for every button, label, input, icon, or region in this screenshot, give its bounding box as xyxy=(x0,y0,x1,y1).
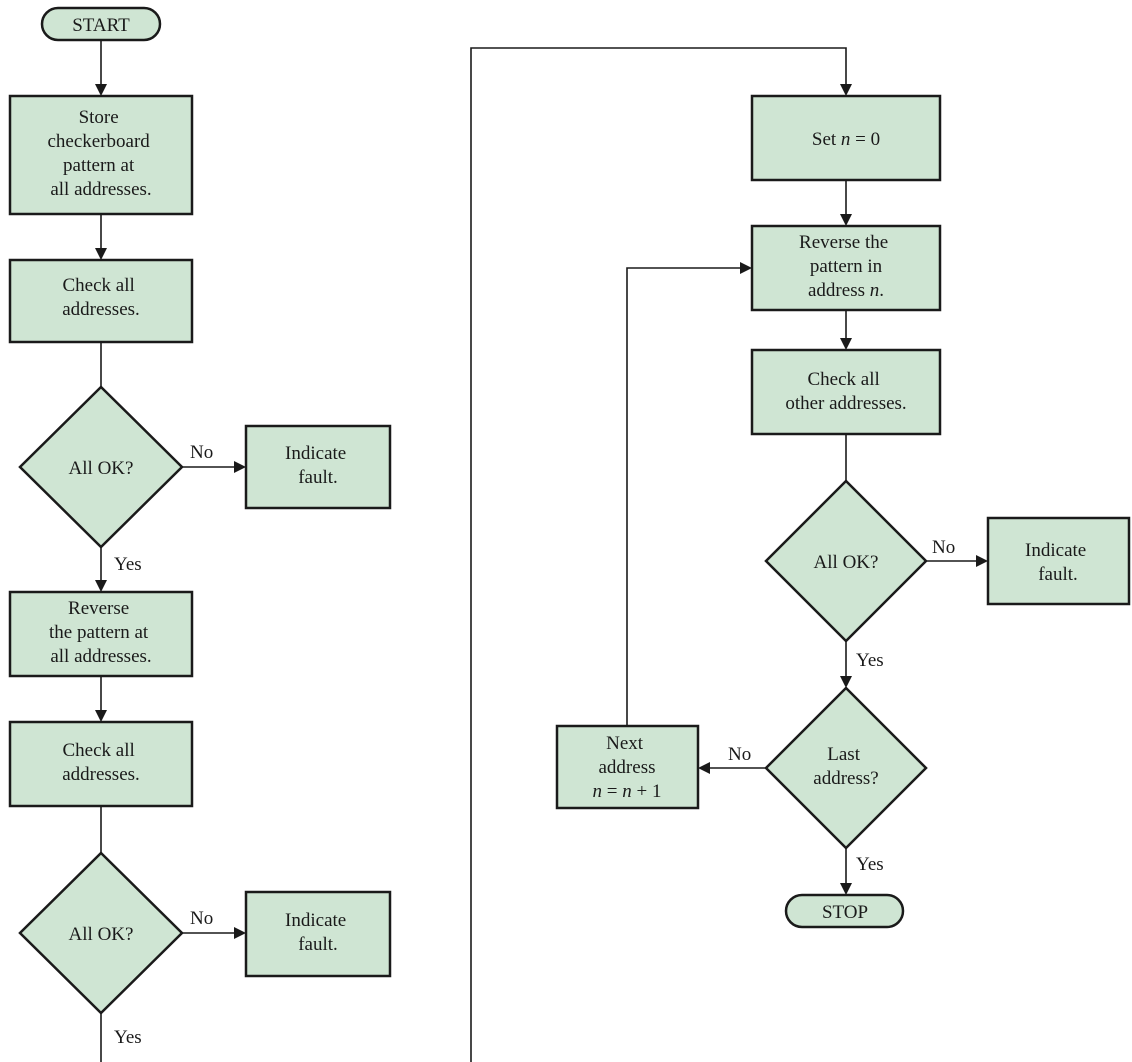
check-other-text: Check all other addresses. xyxy=(785,369,906,414)
check1-text: Check all addresses. xyxy=(62,275,140,320)
fault3-text: Indicate fault. xyxy=(1025,540,1091,585)
reverse-pattern-box xyxy=(8,590,194,678)
fault1-text: Indicate fault. xyxy=(285,443,351,488)
no-label-3: No xyxy=(932,537,955,558)
yes-label-2: Yes xyxy=(114,1027,142,1048)
arrowhead xyxy=(840,338,852,350)
arrowhead xyxy=(95,84,107,96)
check-other-box xyxy=(750,348,942,436)
arrowhead xyxy=(740,262,752,274)
arrowhead xyxy=(840,883,852,895)
indicate-fault-box-2 xyxy=(244,890,392,978)
set-n-text: Set n = 0 xyxy=(812,129,880,150)
next-address-text: Next address xyxy=(599,733,656,778)
arrowhead xyxy=(976,555,988,567)
yes-label-4: Yes xyxy=(856,854,884,875)
store-text: Store checkerboard pattern at all addres… xyxy=(47,107,154,200)
stop-label: STOP xyxy=(822,902,868,923)
arrowhead xyxy=(95,580,107,592)
check-all-box-2 xyxy=(8,720,194,808)
decision3-label: All OK? xyxy=(814,552,879,573)
reverse-address-line3: address n. xyxy=(808,280,884,301)
reverse-text: Reverse the pattern at all addresses. xyxy=(49,598,153,667)
indicate-fault-box-3 xyxy=(986,516,1131,606)
arrowhead xyxy=(95,710,107,722)
yes-label-3: Yes xyxy=(856,650,884,671)
arrowhead xyxy=(840,84,852,96)
store-pattern-box xyxy=(8,94,194,216)
no-label-2: No xyxy=(190,908,213,929)
arrowhead xyxy=(234,927,246,939)
arrowhead xyxy=(234,461,246,473)
indicate-fault-box-1 xyxy=(244,424,392,510)
arrowhead xyxy=(840,214,852,226)
arrowhead xyxy=(840,676,852,688)
fault2-text: Indicate fault. xyxy=(285,910,351,955)
decision2-label: All OK? xyxy=(69,924,134,945)
arrowhead xyxy=(95,248,107,260)
reverse-address-text: Reverse the pattern in xyxy=(799,232,893,277)
stop-terminal xyxy=(784,893,905,929)
last-address-text: Last address? xyxy=(813,744,878,789)
reverse-address-box xyxy=(750,224,942,312)
start-label: START xyxy=(72,15,130,36)
decision1-label: All OK? xyxy=(69,458,134,479)
arrowhead xyxy=(698,762,710,774)
no-label-4: No xyxy=(728,744,751,765)
next-address-box xyxy=(555,724,700,810)
yes-label-1: Yes xyxy=(114,554,142,575)
connector-line xyxy=(470,47,847,1062)
loop-back-line xyxy=(626,267,740,726)
next-address-formula: n = n + 1 xyxy=(593,781,662,802)
set-n-box xyxy=(750,94,942,182)
no-label-1: No xyxy=(190,442,213,463)
check2-text: Check all addresses. xyxy=(62,740,140,785)
